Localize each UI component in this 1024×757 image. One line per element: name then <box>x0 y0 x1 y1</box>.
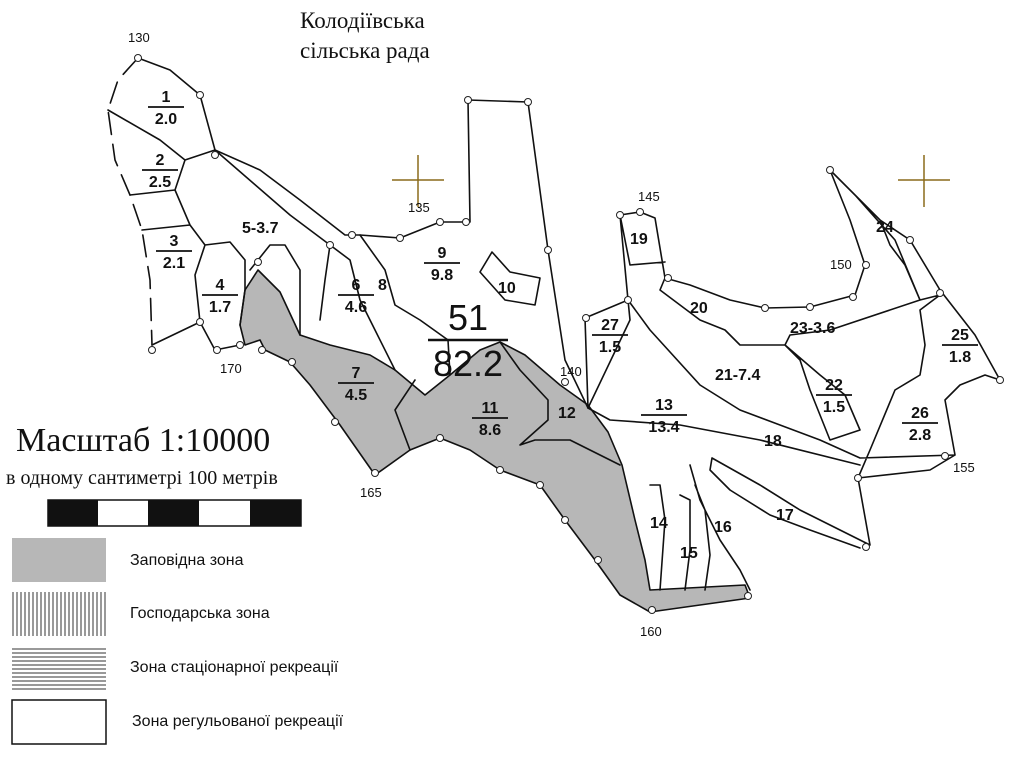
cross-marker-east <box>898 155 950 207</box>
parcel-area-2: 2.5 <box>149 174 171 191</box>
parcel-label-17: 17 <box>776 507 794 524</box>
parcel-number-1: 1 <box>162 89 171 106</box>
dashed-boundary <box>107 57 153 346</box>
west-outline <box>137 57 589 409</box>
scale-bar <box>47 499 302 527</box>
legend-swatch-regulated <box>11 699 107 745</box>
parcel-label-20: 20 <box>690 300 708 317</box>
parcel-number-25: 25 <box>951 327 969 344</box>
vertex-markers <box>134 54 1004 614</box>
parcel-label-24: 24 <box>876 219 894 236</box>
parcel-area-25: 1.8 <box>949 349 971 366</box>
parcel-area-9: 9.8 <box>431 267 453 284</box>
parcel-label-15: 15 <box>680 545 698 562</box>
parcel-area-3: 2.1 <box>163 255 185 272</box>
parcel-area-13: 13.4 <box>648 419 679 436</box>
parcel-label-23: 23-3.6 <box>790 320 835 337</box>
cross-marker-west <box>392 155 444 207</box>
council-name-line1: Колодіївська <box>300 8 425 33</box>
east-outline <box>584 169 1001 591</box>
parcel-label-19: 19 <box>630 231 648 248</box>
boundary-point-label: 170 <box>220 361 242 376</box>
quarter-area: 82.2 <box>433 343 503 384</box>
parcel-number-26: 26 <box>911 405 929 422</box>
council-name-line2: сільська рада <box>300 38 430 63</box>
parcel-number-6: 6 <box>352 277 361 294</box>
boundary-point-label: 135 <box>408 200 430 215</box>
parcel-10-outline <box>479 251 541 306</box>
parcel-label-5: 5-3.7 <box>242 220 279 237</box>
parcel-label-18: 18 <box>764 433 782 450</box>
parcel-number-27: 27 <box>601 317 619 334</box>
parcel-area-27: 1.5 <box>599 339 621 356</box>
boundary-point-label: 165 <box>360 485 382 500</box>
parcel-number-7: 7 <box>352 365 361 382</box>
boundary-point-label: 150 <box>830 257 852 272</box>
parcel-label-12: 12 <box>558 405 576 422</box>
parcel-area-1: 2.0 <box>155 111 177 128</box>
legend-label-economic: Господарська зона <box>130 605 270 622</box>
parcel-number-2: 2 <box>156 152 165 169</box>
legend-label-stationary: Зона стаціонарної рекреації <box>130 659 339 676</box>
parcel-number-13: 13 <box>655 397 673 414</box>
parcel-number-3: 3 <box>170 233 179 250</box>
parcel-number-22: 22 <box>825 377 843 394</box>
parcel-label-8: 8 <box>378 277 387 294</box>
parcel-area-26: 2.8 <box>909 427 931 444</box>
boundary-point-label: 145 <box>638 189 660 204</box>
parcel-number-4: 4 <box>216 277 225 294</box>
reserve-zone-area <box>239 269 751 613</box>
legend-swatch-reserve <box>12 538 106 582</box>
legend-label-regulated: Зона регульованої рекреації <box>132 713 344 730</box>
parcel-label-21: 21-7.4 <box>715 367 760 384</box>
parcel-area-7: 4.5 <box>345 387 367 404</box>
parcel-number-11: 11 <box>482 400 499 417</box>
parcel-labels: 1 2.0 2 2.5 3 2.1 4 1.7 6 4.6 7 4.5 9 9.8 11 8.6 13 13.4 2… <box>142 89 978 444</box>
parcel-area-6: 4.6 <box>345 299 367 316</box>
legend-label-reserve: Заповідна зона <box>130 552 244 569</box>
boundary-point-label: 140 <box>560 364 582 379</box>
scale-subtitle: в одному сантиметрі 100 метрів <box>6 467 278 489</box>
parcel-area-4: 1.7 <box>209 299 231 316</box>
quarter-number: 51 <box>448 297 488 338</box>
parcel-area-11: 8.6 <box>479 422 501 439</box>
parcel-label-10: 10 <box>498 280 516 297</box>
boundary-point-label: 130 <box>128 30 150 45</box>
parcel-label-16: 16 <box>714 519 732 536</box>
boundary-point-label: 160 <box>640 624 662 639</box>
legend-swatch-stationary <box>12 646 106 690</box>
parcel-label-14: 14 <box>650 515 668 532</box>
boundary-point-label: 155 <box>953 460 975 475</box>
legend-swatch-economic <box>12 592 106 636</box>
parcel-number-9: 9 <box>438 245 447 262</box>
scale-title: Масштаб 1:10000 <box>16 422 270 459</box>
parcel-area-22: 1.5 <box>823 399 845 416</box>
